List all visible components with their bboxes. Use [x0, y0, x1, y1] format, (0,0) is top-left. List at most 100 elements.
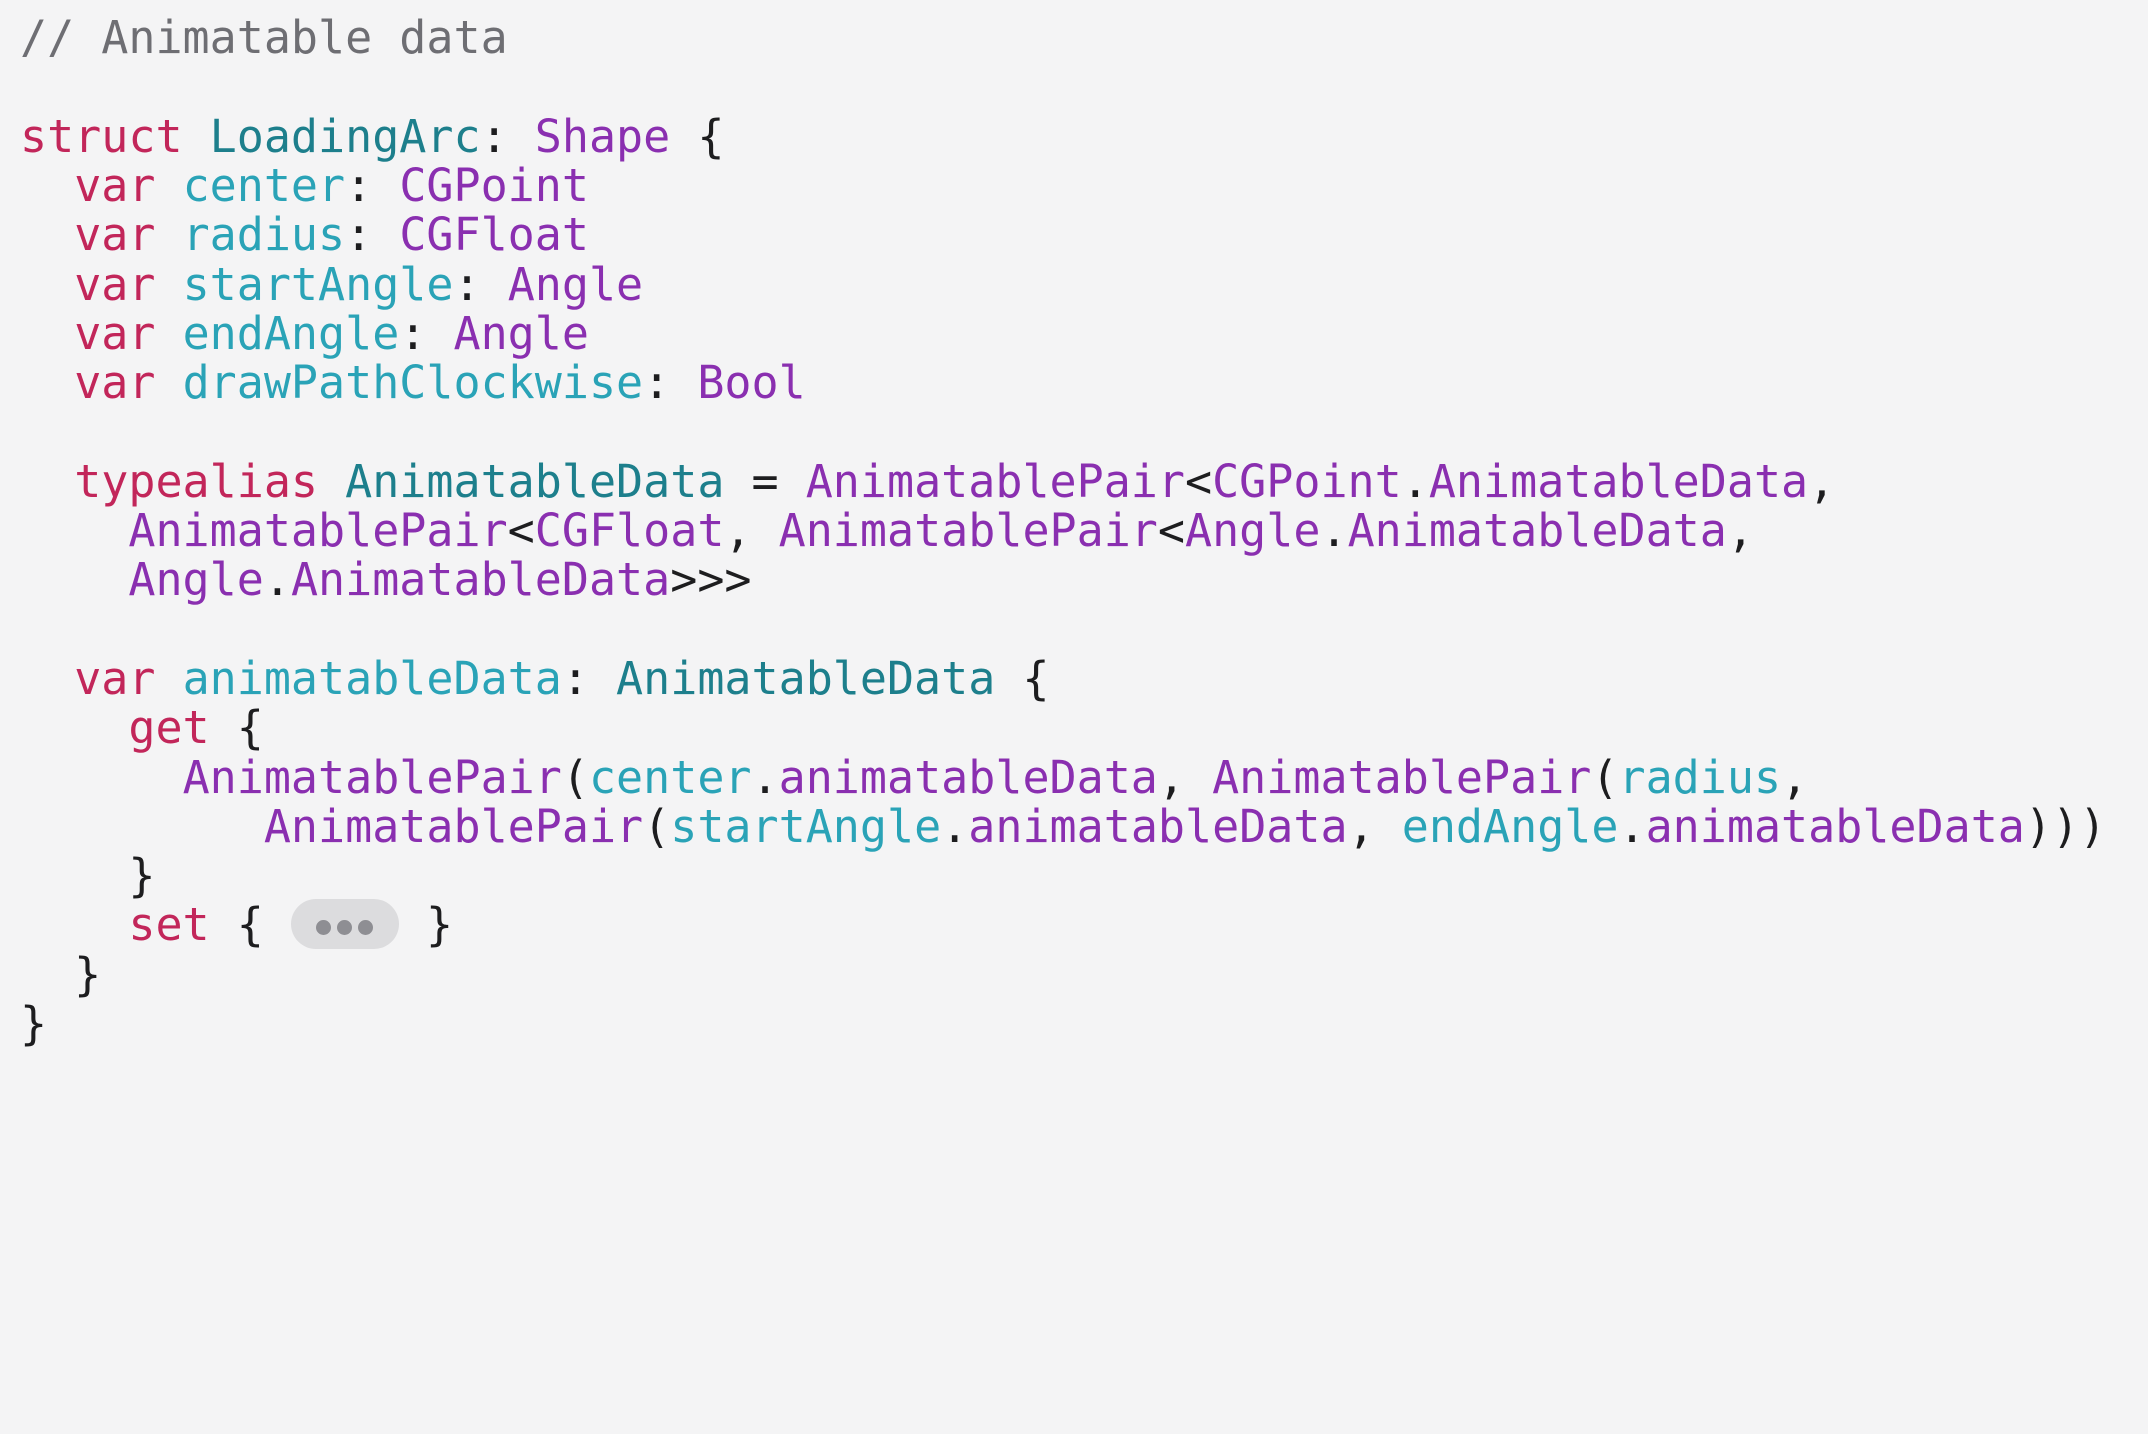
code-line: var animatableData: AnimatableData {: [20, 645, 1050, 713]
code-token-type: Bool: [697, 356, 806, 410]
code-line: }: [20, 842, 155, 910]
code-token-type: AnimatableData: [290, 553, 671, 607]
fold-dot: [337, 919, 353, 935]
code-line: var startAngle: Angle: [20, 251, 643, 319]
code-token-plain: }: [20, 997, 48, 1050]
code-token-plain: }: [20, 947, 102, 1001]
code-token-prop: startAngle: [670, 799, 942, 853]
code-token-plain: :: [480, 109, 535, 163]
code-token-type: AnimatablePair: [805, 454, 1185, 508]
code-token-plain: [20, 356, 74, 409]
code-token-keyword: var: [74, 257, 156, 311]
code-token-plain: ,: [1808, 454, 1836, 508]
code-token-keyword: var: [74, 208, 156, 262]
code-token-prop: radius: [1618, 750, 1782, 804]
code-token-keyword: var: [74, 306, 156, 360]
code-token-prop: drawPathClockwise: [182, 356, 644, 410]
code-token-plain: <: [1157, 504, 1185, 557]
code-token-type: Angle: [1185, 504, 1321, 557]
code-token-plain: ,: [1347, 799, 1402, 853]
code-token-plain: .: [751, 750, 779, 804]
code-token-plain: ,: [1726, 504, 1754, 557]
code-token-plain: {: [670, 109, 725, 163]
code-token-plain: :: [399, 306, 454, 360]
code-token-keyword: struct: [20, 109, 183, 163]
code-token-type: Angle: [128, 553, 264, 607]
code-token-plain: :: [345, 158, 400, 212]
code-token-type: AnimatablePair: [778, 504, 1158, 557]
code-line: var radius: CGFloat: [20, 201, 589, 269]
code-token-type: CGPoint: [399, 158, 589, 212]
code-token-prop: animatableData: [182, 651, 562, 705]
code-token-plain: :: [345, 208, 400, 262]
code-token-comment: // Animatable data: [20, 11, 508, 64]
code-token-type: animatableData: [778, 750, 1158, 804]
code-token-keyword: get: [128, 701, 210, 755]
fold-dot: [358, 919, 374, 935]
code-token-type: CGPoint: [1212, 454, 1402, 508]
code-token-prop: center: [182, 158, 346, 212]
code-line: // Animatable data: [20, 4, 508, 72]
code-token-plain: }: [398, 898, 454, 952]
code-token-plain: .: [263, 553, 291, 607]
code-token-plain: {: [209, 701, 264, 755]
code-token-plain: <: [507, 504, 535, 557]
code-line: AnimatablePair<CGFloat, AnimatablePair<A…: [20, 497, 1754, 565]
code-token-plain: .: [1401, 454, 1429, 508]
code-line: AnimatablePair(startAngle.animatableData…: [20, 793, 2106, 861]
code-line: var drawPathClockwise: Bool: [20, 349, 806, 417]
code-token-decl-type: LoadingArc: [209, 109, 481, 163]
code-token-prop: startAngle: [182, 257, 454, 311]
code-token-type: CGFloat: [399, 208, 589, 262]
code-line: get {: [20, 694, 264, 762]
code-token-plain: .: [1320, 504, 1348, 557]
code-token-type: Angle: [453, 306, 589, 360]
code-line: Angle.AnimatableData>>>: [20, 546, 752, 614]
code-token-keyword: typealias: [74, 454, 319, 508]
code-token-prop: endAngle: [1401, 799, 1619, 853]
code-token-plain: :: [453, 257, 508, 311]
code-token-type: AnimatablePair: [128, 504, 508, 557]
code-token-keyword: var: [74, 158, 156, 212]
code-token-plain: [20, 553, 128, 606]
code-token-type: Angle: [507, 257, 644, 311]
code-token-plain: ))): [2024, 799, 2107, 853]
code-line: struct LoadingArc: Shape {: [20, 103, 724, 171]
code-line: AnimatablePair(center.animatableData, An…: [20, 744, 1809, 812]
code-token-keyword: set: [128, 898, 210, 952]
code-token-type: AnimatablePair: [182, 750, 562, 804]
code-token-prop: radius: [182, 208, 346, 262]
code-token-type: AnimatableData: [1428, 454, 1809, 508]
code-token-plain: (: [561, 750, 589, 804]
code-token-type: CGFloat: [534, 504, 725, 557]
code-line: }: [20, 941, 101, 1009]
code-token-plain: ,: [1781, 750, 1809, 804]
code-token-plain: (: [643, 799, 671, 853]
code-line: typealias AnimatableData = AnimatablePai…: [20, 448, 1835, 516]
ellipsis-fold-icon[interactable]: [290, 899, 399, 950]
code-token-plain: >>>: [670, 553, 752, 607]
code-token-plain: ,: [724, 504, 779, 557]
fold-dot: [316, 919, 332, 935]
code-token-plain: [155, 356, 182, 409]
code-token-plain: (: [1591, 750, 1619, 804]
code-token-plain: .: [1618, 799, 1646, 853]
code-token-type: animatableData: [1645, 799, 2025, 853]
code-token-decl-type: AnimatableData: [616, 651, 996, 705]
code-token-type: AnimatableData: [1347, 504, 1727, 557]
code-token-keyword: var: [74, 651, 156, 705]
code-line: }: [20, 990, 47, 1058]
code-token-plain: .: [941, 799, 969, 853]
code-token-decl-type: AnimatableData: [345, 454, 725, 508]
code-token-type: Shape: [534, 109, 671, 163]
code-token-plain: :: [643, 356, 698, 410]
code-line: var endAngle: Angle: [20, 300, 589, 368]
code-token-plain: <: [1185, 454, 1213, 508]
code-token-type: AnimatablePair: [1212, 750, 1592, 804]
code-token-plain: {: [209, 898, 291, 952]
code-token-plain: {: [995, 651, 1050, 705]
code-line: set { }: [20, 891, 453, 959]
code-token-plain: ,: [1157, 750, 1213, 804]
code-token-prop: endAngle: [182, 306, 400, 360]
